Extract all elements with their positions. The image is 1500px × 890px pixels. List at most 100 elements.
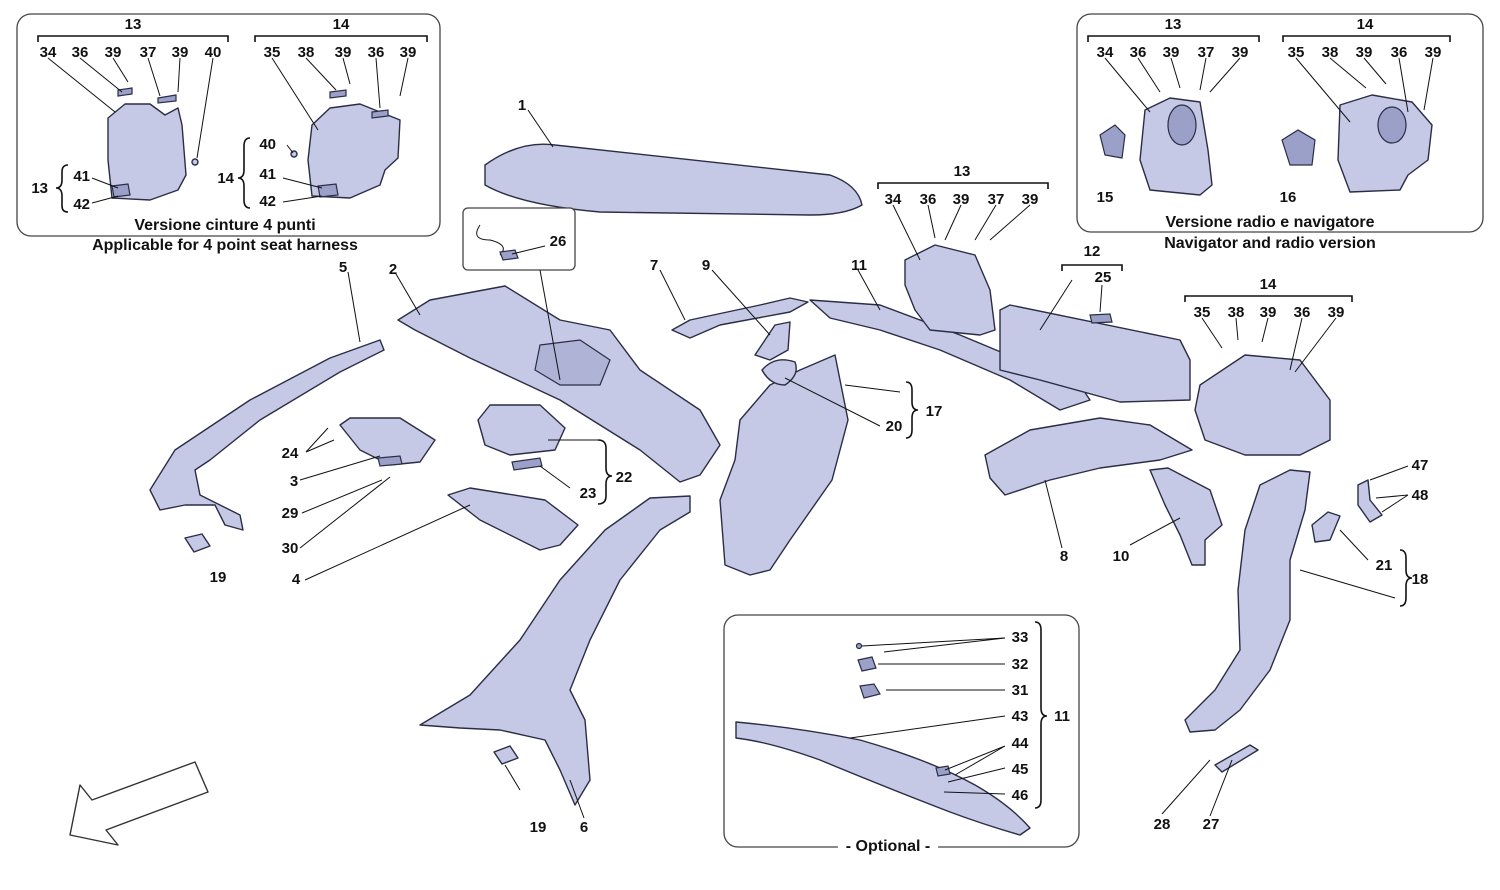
- inset-title-it: Versione radio e navigatore: [1166, 214, 1375, 231]
- label-30: 30: [282, 540, 299, 557]
- label-40: 40: [205, 44, 222, 61]
- label-33: 33: [1012, 629, 1029, 646]
- courtesy-light: [477, 404, 566, 456]
- label-45: 45: [1012, 761, 1029, 778]
- inset-radio-nav-labels: 34 36 39 37 39 35 38 39 36 39 15 16: [1097, 44, 1442, 206]
- label-28: 28: [1154, 816, 1171, 833]
- label-21: 21: [1376, 557, 1393, 574]
- label-25: 25: [1095, 269, 1112, 286]
- label-4: 4: [292, 571, 301, 588]
- label-15: 15: [1097, 189, 1114, 206]
- label-41: 41: [259, 166, 276, 183]
- label-34: 34: [885, 191, 902, 208]
- b-pillar-trim: [719, 354, 849, 576]
- label-31: 31: [1012, 682, 1029, 699]
- label-16: 16: [1280, 189, 1297, 206]
- cover-21: [1311, 511, 1341, 543]
- label-14: 14: [217, 170, 234, 187]
- label-34: 34: [40, 44, 57, 61]
- side-trim-piece: [1149, 467, 1223, 566]
- label-3: 3: [290, 473, 298, 490]
- label-8: 8: [1060, 548, 1068, 565]
- label-24: 24: [282, 445, 299, 462]
- rear-panel: [999, 304, 1191, 403]
- label-14: 14: [1260, 276, 1277, 293]
- label-32: 32: [1012, 656, 1029, 673]
- label-26: 26: [550, 233, 567, 250]
- sun-visor-left: [339, 417, 436, 466]
- lower-pillar-trim: [419, 495, 691, 806]
- label-12: 12: [1084, 243, 1101, 260]
- wiring-inset-frame: [462, 207, 576, 271]
- inset-trim-left: [107, 103, 187, 201]
- label-39: 39: [1022, 191, 1039, 208]
- c-pillar-trim: [1184, 469, 1311, 733]
- optional-labels: 33 32 31 43 44 45 46 11: [1012, 629, 1070, 804]
- label-17: 17: [926, 403, 943, 420]
- label-42: 42: [259, 193, 276, 210]
- label-2: 2: [389, 261, 397, 278]
- label-39: 39: [1232, 44, 1249, 61]
- label-48: 48: [1412, 487, 1429, 504]
- quarter-trim-13: [904, 244, 996, 336]
- small-bracket: [754, 321, 791, 361]
- bracket-27: [1214, 744, 1259, 773]
- label-44: 44: [1012, 735, 1029, 752]
- label-37: 37: [988, 191, 1005, 208]
- label-11: 11: [1054, 708, 1070, 725]
- label-39: 39: [172, 44, 189, 61]
- clip-19: [493, 745, 519, 765]
- label-20: 20: [886, 418, 903, 435]
- inset-optional: - Optional - 33 32 31 43 44 45 46 11: [723, 614, 1080, 856]
- label-36: 36: [72, 44, 89, 61]
- clip-19: [184, 533, 211, 553]
- label-35: 35: [1194, 304, 1211, 321]
- bracket-47: [1357, 479, 1383, 523]
- label-18: 18: [1412, 571, 1429, 588]
- label-36: 36: [1391, 44, 1408, 61]
- inset-radio-nav: 13 14 34 36 39 37 39 35 38 39 36 39 15 1…: [1076, 13, 1484, 252]
- label-47: 47: [1412, 457, 1429, 474]
- label-37: 37: [1198, 44, 1215, 61]
- label-9: 9: [702, 257, 710, 274]
- label-7: 7: [650, 257, 658, 274]
- optional-title: - Optional -: [846, 838, 930, 855]
- label-39: 39: [335, 44, 352, 61]
- label-6: 6: [580, 819, 588, 836]
- label-34: 34: [1097, 44, 1114, 61]
- label-35: 35: [1288, 44, 1305, 61]
- inset-group-14-label: 14: [1357, 16, 1374, 33]
- roof-panel: [484, 143, 863, 216]
- label-38: 38: [298, 44, 315, 61]
- right-group-14-labels: 35 38 39 36 39: [1194, 304, 1345, 321]
- label-19: 19: [530, 819, 547, 836]
- label-23: 23: [580, 485, 597, 502]
- label-39: 39: [105, 44, 122, 61]
- inset-title-it: Versione cinture 4 punti: [134, 217, 315, 234]
- label-37: 37: [140, 44, 157, 61]
- label-36: 36: [1130, 44, 1147, 61]
- sun-visor-right: [447, 487, 579, 551]
- label-38: 38: [1228, 304, 1245, 321]
- label-5: 5: [339, 259, 347, 276]
- inset-group-13-label: 13: [1165, 16, 1182, 33]
- inset-title-en: Applicable for 4 point seat harness: [92, 237, 358, 254]
- grab-handle: [761, 359, 797, 386]
- inset-trim-right: [1337, 94, 1433, 193]
- label-39: 39: [1260, 304, 1277, 321]
- label-19: 19: [210, 569, 227, 586]
- label-36: 36: [920, 191, 937, 208]
- label-22: 22: [616, 469, 633, 486]
- label-43: 43: [1012, 708, 1029, 725]
- label-39: 39: [1425, 44, 1442, 61]
- label-36: 36: [368, 44, 385, 61]
- inset-group-14-label: 14: [333, 16, 350, 33]
- inset-trim-right: [307, 103, 401, 199]
- optional-rail: [735, 721, 1031, 836]
- roof-rail-front: [671, 297, 809, 339]
- center-group-13-labels: 34 36 39 37 39: [885, 191, 1039, 208]
- label-39: 39: [1356, 44, 1373, 61]
- a-pillar-trim: [149, 339, 385, 531]
- label-1: 1: [518, 97, 526, 114]
